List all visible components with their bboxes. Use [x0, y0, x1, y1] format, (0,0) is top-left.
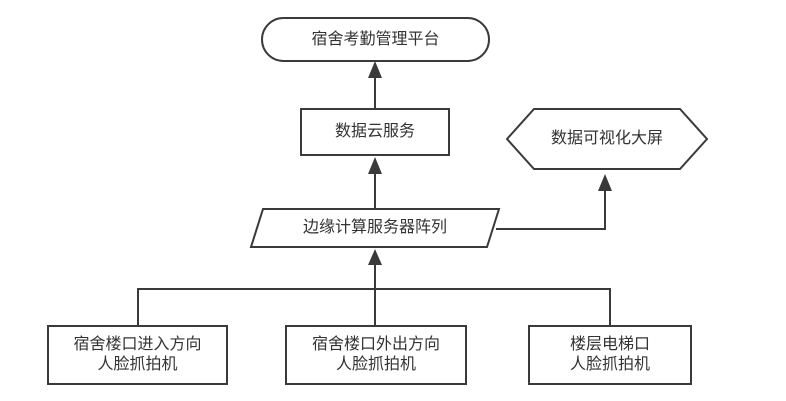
node-camera-exit-label-line2: 人脸抓拍机	[335, 356, 416, 373]
arrowhead-up-icon	[598, 174, 612, 191]
arrowhead-up-icon	[368, 249, 382, 265]
node-camera-elevator-label-line2: 人脸抓拍机	[569, 356, 650, 373]
edge-servers-to-screen	[496, 190, 606, 230]
node-camera-entry-label-line2: 人脸抓拍机	[97, 356, 178, 373]
node-visualization-screen-label: 数据可视化大屏	[550, 130, 663, 147]
node-edge-servers: 边缘计算服务器阵列	[251, 208, 499, 248]
node-camera-exit: 宿舍楼口外出方向 人脸抓拍机	[285, 325, 467, 385]
node-edge-servers-label: 边缘计算服务器阵列	[302, 219, 447, 236]
node-camera-entry: 宿舍楼口进入方向 人脸抓拍机	[47, 325, 228, 385]
node-camera-entry-label-line1: 宿舍楼口进入方向	[73, 336, 202, 353]
node-cloud-service-label: 数据云服务	[334, 123, 415, 140]
node-camera-elevator-label-line1: 楼层电梯口	[569, 336, 650, 353]
node-visualization-screen: 数据可视化大屏	[507, 108, 707, 170]
arrowhead-up-icon	[368, 157, 382, 174]
node-camera-exit-label-line1: 宿舍楼口外出方向	[311, 336, 440, 353]
arrowhead-up-icon	[368, 61, 382, 78]
hexagon-shape	[505, 108, 709, 170]
node-platform-label: 宿舍考勤管理平台	[311, 30, 440, 48]
node-cloud-service: 数据云服务	[300, 108, 450, 156]
parallelogram-shape	[249, 208, 501, 248]
node-platform: 宿舍考勤管理平台	[261, 17, 490, 62]
node-camera-elevator: 楼层电梯口 人脸抓拍机	[528, 325, 692, 385]
